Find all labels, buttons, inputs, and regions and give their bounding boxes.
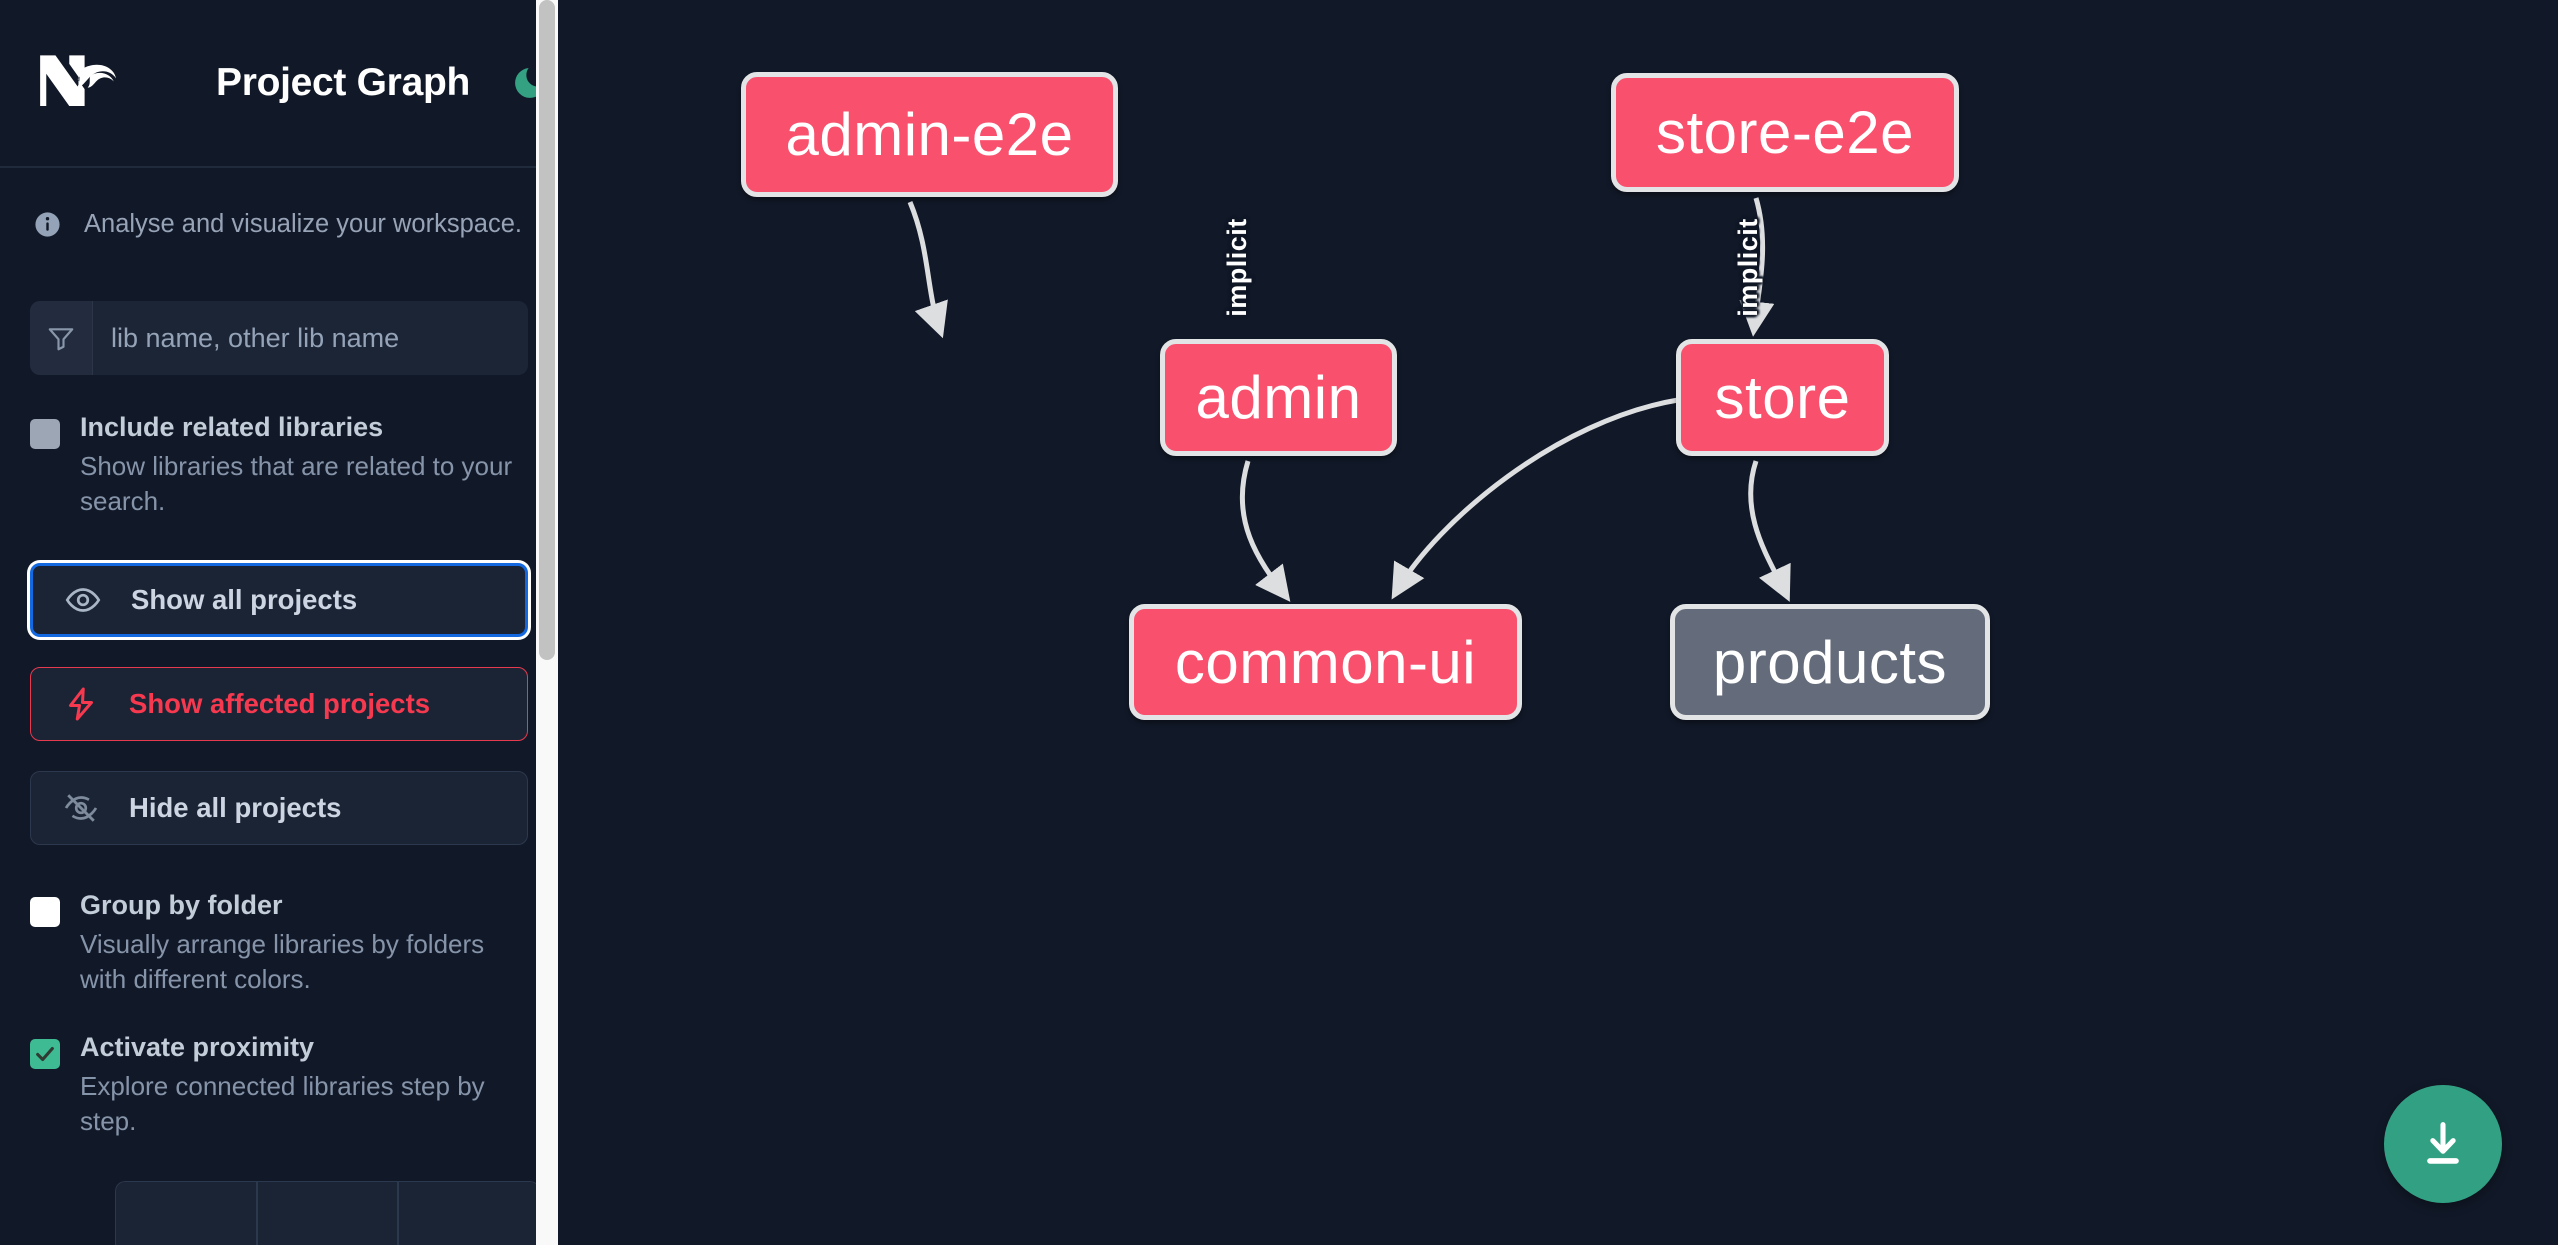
download-icon: [2427, 1122, 2459, 1164]
show-all-projects-button[interactable]: Show all projects: [30, 562, 528, 637]
edge-store-to-common-ui: [1391, 397, 1679, 600]
sidebar-body: Analyse and visualize your workspace. In…: [0, 168, 558, 1139]
graph-node-products[interactable]: products: [1670, 604, 1990, 720]
checkbox-description: Explore connected libraries step by step…: [80, 1070, 485, 1136]
node-label: common-ui: [1174, 628, 1477, 696]
node-label: products: [1712, 628, 1948, 696]
sidebar-scrollbar[interactable]: [536, 0, 558, 1245]
button-label: Hide all projects: [129, 791, 342, 823]
eye-off-icon: [61, 788, 101, 828]
checkbox-description: Visually arrange libraries by folders wi…: [80, 928, 485, 994]
segmented-control[interactable]: [115, 1181, 540, 1245]
lightning-bolt-icon: [61, 684, 101, 724]
checkbox-box[interactable]: [30, 896, 60, 927]
node-label: store-e2e: [1656, 99, 1914, 166]
graph-node-common-ui[interactable]: common-ui: [1129, 604, 1522, 720]
node-label: admin-e2e: [785, 101, 1074, 168]
eye-icon: [63, 580, 103, 620]
checkbox-include-related-libraries[interactable]: Include related libraries Show libraries…: [30, 411, 528, 519]
button-label: Show affected projects: [129, 687, 431, 719]
hide-all-projects-button[interactable]: Hide all projects: [30, 770, 528, 845]
graph-edges: [907, 197, 1791, 602]
segment-2[interactable]: [256, 1181, 399, 1245]
filter-funnel-icon: [30, 301, 93, 375]
checkbox-group-by-folder[interactable]: Group by folder Visually arrange librari…: [30, 889, 528, 997]
sidebar: Project Graph Analyse and visualize your…: [0, 0, 558, 1245]
button-label: Show all projects: [131, 583, 358, 615]
checkbox-label: Include related libraries: [80, 412, 384, 442]
check-icon: [36, 1046, 54, 1061]
edge-admin-to-common-ui: [1239, 460, 1291, 602]
edge-store-to-products: [1748, 460, 1791, 602]
search-input[interactable]: [93, 301, 528, 375]
edge-admin-e2e-to-admin: [907, 201, 948, 339]
scrollbar-thumb[interactable]: [539, 0, 555, 660]
tagline-text: Analyse and visualize your workspace.: [84, 210, 522, 238]
node-label: admin: [1195, 364, 1362, 431]
page-title: Project Graph: [216, 61, 470, 104]
graph-node-store[interactable]: store: [1676, 339, 1889, 456]
checkbox-description: Show libraries that are related to your …: [80, 450, 513, 516]
checkbox-box[interactable]: [30, 1038, 60, 1069]
nx-logo-icon: [34, 52, 126, 114]
checkbox-box[interactable]: [30, 419, 60, 449]
segment-3[interactable]: [398, 1181, 540, 1245]
download-button[interactable]: [2384, 1085, 2502, 1203]
tagline-row: Analyse and visualize your workspace.: [30, 168, 528, 239]
filter-search-box[interactable]: [30, 301, 528, 375]
checkbox-activate-proximity[interactable]: Activate proximity Explore connected lib…: [30, 1031, 528, 1139]
edge-store-e2e-to-store: [1739, 197, 1775, 337]
checkbox-label: Group by folder: [80, 889, 283, 920]
graph-node-store-e2e[interactable]: store-e2e: [1611, 73, 1959, 192]
checkbox-label: Activate proximity: [80, 1031, 315, 1062]
show-affected-projects-button[interactable]: Show affected projects: [30, 666, 528, 741]
segment-1[interactable]: [115, 1181, 257, 1245]
sidebar-header: Project Graph: [0, 0, 558, 168]
info-icon: [33, 210, 62, 239]
node-label: store: [1714, 364, 1851, 431]
graph-canvas[interactable]: admin-e2e store-e2e admin store common-u…: [558, 0, 2558, 1245]
graph-node-admin-e2e[interactable]: admin-e2e: [741, 72, 1118, 197]
graph-node-admin[interactable]: admin: [1160, 339, 1397, 456]
